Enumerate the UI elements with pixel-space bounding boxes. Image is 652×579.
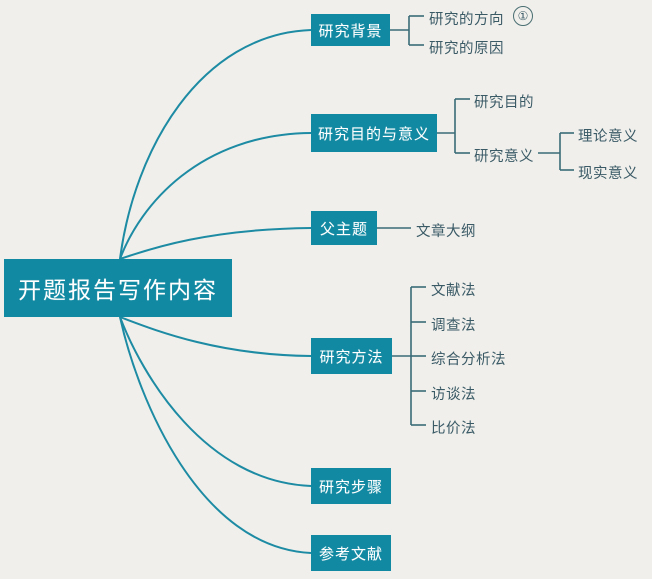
branch-node-label: 研究目的与意义	[317, 125, 430, 143]
branch-node-research-purpose-significance[interactable]: 研究目的与意义	[311, 114, 437, 152]
branch-node-label: 研究方法	[319, 348, 384, 366]
branch-node-research-methods[interactable]: 研究方法	[311, 338, 392, 374]
leaf-research-purpose[interactable]: 研究目的	[474, 91, 534, 112]
branch-node-label: 研究步骤	[318, 478, 383, 496]
leaf-price-comparison-method[interactable]: 比价法	[431, 417, 476, 438]
leaf-label-text: 研究目的	[474, 95, 534, 111]
edge-root-to-fuzhuti	[119, 227, 312, 260]
leaf-label-text: 调查法	[431, 318, 476, 334]
branch-node-label: 参考文献	[318, 545, 383, 563]
leaf-theoretical-significance[interactable]: 理论意义	[578, 125, 638, 146]
leaf-label-text: 比价法	[431, 421, 476, 437]
leaf-label-text: 研究意义	[474, 149, 534, 165]
leaf-interview-method[interactable]: 访谈法	[431, 383, 476, 404]
marker-badge-1[interactable]: ①	[513, 6, 533, 26]
root-node-label: 开题报告写作内容	[18, 277, 218, 303]
marker-badge-label: ①	[517, 8, 529, 23]
leaf-literature-method[interactable]: 文献法	[431, 279, 476, 300]
edge-root-to-yanjiubuzhou	[119, 316, 312, 487]
branch-node-research-background[interactable]: 研究背景	[311, 14, 390, 46]
leaf-comprehensive-analysis-method[interactable]: 综合分析法	[431, 348, 506, 369]
branch-node-references[interactable]: 参考文献	[311, 535, 391, 571]
leaf-article-outline[interactable]: 文章大纲	[416, 220, 476, 241]
leaf-research-reason[interactable]: 研究的原因	[429, 37, 504, 58]
leaf-survey-method[interactable]: 调查法	[431, 314, 476, 335]
leaf-label-text: 文章大纲	[416, 224, 476, 240]
leaf-label-text: 研究的方向	[429, 12, 504, 28]
edge-root-to-yanjiufangfa	[119, 316, 312, 357]
leaf-label-text: 现实意义	[578, 166, 638, 182]
leaf-label-text: 文献法	[431, 283, 476, 299]
leaf-research-significance[interactable]: 研究意义	[474, 145, 534, 166]
edge-root-to-yanjiubeijing	[119, 29, 312, 260]
leaf-label-text: 理论意义	[578, 129, 638, 145]
leaf-label-text: 研究的原因	[429, 41, 504, 57]
edge-root-to-yanjiumudi	[119, 132, 312, 260]
branch-node-label: 研究背景	[318, 22, 383, 40]
branch-node-label: 父主题	[319, 220, 368, 238]
edge-root-to-cankaowenxian	[119, 316, 312, 554]
branch-node-research-steps[interactable]: 研究步骤	[311, 468, 391, 504]
leaf-label-text: 综合分析法	[431, 352, 506, 368]
leaf-research-direction[interactable]: 研究的方向	[429, 8, 504, 29]
leaf-practical-significance[interactable]: 现实意义	[578, 162, 638, 183]
branch-node-parent-topic[interactable]: 父主题	[311, 211, 377, 245]
leaf-label-text: 访谈法	[431, 387, 476, 403]
root-node[interactable]: 开题报告写作内容	[4, 259, 232, 317]
